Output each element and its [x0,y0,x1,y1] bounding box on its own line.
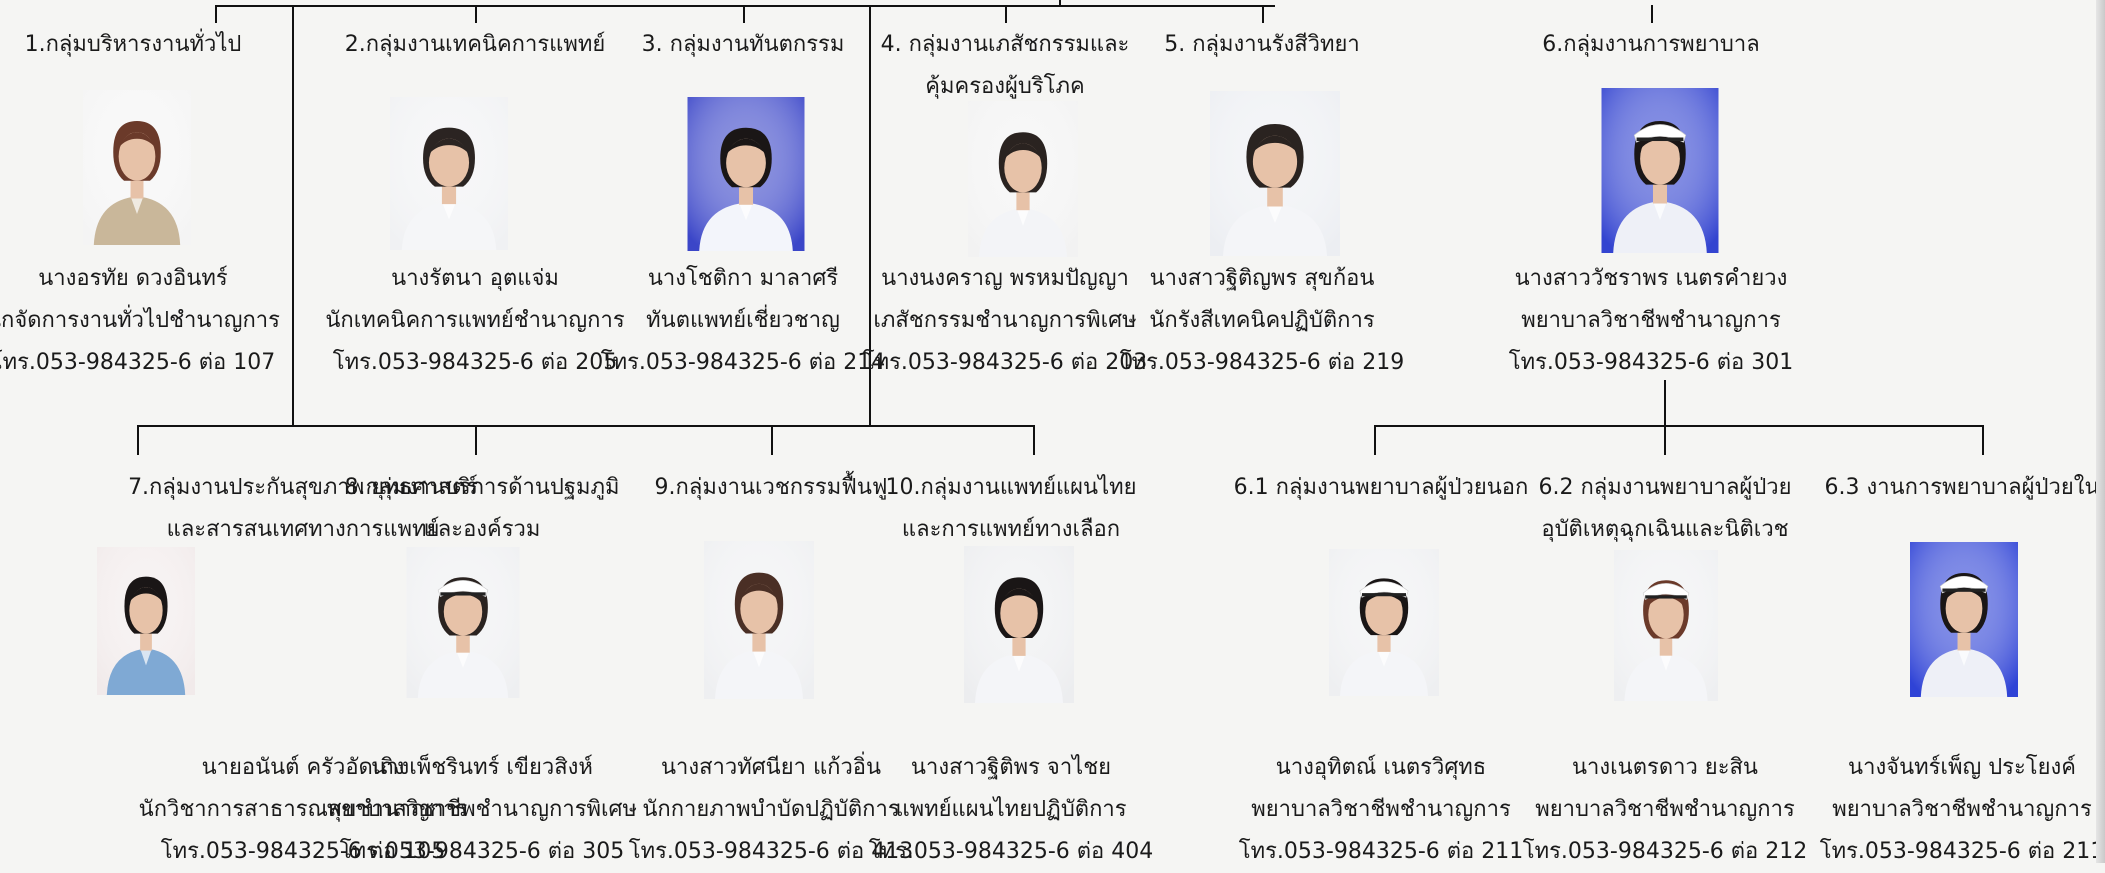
staff-phone: โทร.053-984325-6 ต่อ 203 [862,350,1148,375]
connector-line [1033,425,1035,455]
staff-position: นักวิชาการสาธารณสุขชำนาญการ [138,797,468,822]
group-title: 6.3 งานการพยาบาลผู้ป่วยใน [1824,475,2100,500]
staff-position: พยาบาลวิชาชีพชำนาญการ [1251,797,1511,822]
staff-name: นางอรทัย ดวงอินทร์ [38,266,228,291]
person-photo [687,97,805,251]
staff-position: ทันตแพทย์เชี่ยวชาญ [646,308,840,333]
group-title: และสารสนเทศทางการแพทย์ [166,517,440,542]
staff-phone: โทร.053-984325-6 ต่อ 105 [160,839,446,864]
staff-name: นางสาวฐิติญพร สุขก้อน [1149,266,1375,291]
person-photo [390,97,508,250]
group-title: 5. กลุ่มงานรังสีวิทยา [1164,32,1360,57]
staff-name: นางอุทิตณ์ เนตรวิศุทธ [1275,755,1487,780]
nurse-photo [1601,88,1719,253]
right-scrollbar[interactable] [2096,0,2105,863]
connector-line [475,5,477,23]
staff-position: เภสัชกรรมชำนาญการพิเศษ [873,308,1137,333]
person-photo [97,547,195,695]
staff-phone: โทร.053-984325-6 ต่อ 301 [1508,350,1794,375]
group-title: 8.กลุ่มงานบริการด้านปฐมภูมิ [344,475,620,500]
group-title: 9.กลุ่มงานเวชกรรมฟื้นฟู [654,475,888,500]
group-title: คุ้มครองผู้บริโภค [925,74,1085,99]
staff-name: นางโชติกา มาลาศรี [647,266,839,291]
nurse-photo [1910,542,2018,697]
staff-position: นักเทคนิคการแพทย์ชำนาญการ [325,308,625,333]
group-title: 6.1 กลุ่มงานพยาบาลผู้ป่วยนอก [1233,475,1529,500]
staff-position: พยาบาลวิชาชีพชำนาญการ [1832,797,2092,822]
staff-name: นางจันทร์เพ็ญ ประโยงค์ [1848,755,2076,780]
staff-phone: โทร.053-984325-6 ต่อ 211 [1238,839,1524,864]
staff-phone: โทร.053-984325-6 ต่อ 214 [600,350,886,375]
group-title: 7.กลุ่มงานประกันสุขภาพ ยุทธศาสตร์ [128,475,478,500]
staff-phone: โทร.053-984325-6 ต่อ 413 [628,839,914,864]
staff-position: นักจัดการงานทั่วไปชำนาญการ [0,308,280,333]
staff-phone: โทร.053-984325-6 ต่อ 107 [0,350,276,375]
staff-name: นางสาวทัศนียา แก้วอิ่น [660,755,882,780]
staff-phone: โทร.053-984325-6 ต่อ 305 [339,839,625,864]
staff-position: นักกายภาพบำบัดปฏิบัติการ [642,797,900,822]
connector-line [215,5,1275,7]
staff-position: แพทย์แผนไทยปฏิบัติการ [895,797,1127,822]
person-photo [964,546,1074,703]
connector-line [1664,380,1666,425]
staff-name: นายอนันต์ ครัวอัดเถิง [201,755,405,780]
connector-line [137,425,1035,427]
person-photo [968,101,1078,257]
connector-line [475,425,477,455]
connector-line [1664,425,1666,455]
connector-line [1651,5,1653,23]
staff-name: นางสาวฐิติพร จาไชย [910,755,1112,780]
connector-line [1262,5,1264,23]
staff-name: นางสาววัชราพร เนตรคำยวง [1514,266,1788,291]
group-title: 1.กลุ่มบริหารงานทั่วไป [24,32,242,57]
connector-line [292,5,294,427]
group-title: 3. กลุ่มงานทันตกรรม [641,32,845,57]
group-title: 6.กลุ่มงานการพยาบาล [1542,32,1760,57]
person-photo [704,541,814,699]
connector-line [1374,425,1984,427]
staff-position: นักรังสีเทคนิคปฏิบัติการ [1149,308,1375,333]
nurse-photo [406,547,520,698]
connector-line [743,5,745,23]
staff-name: นางเนตรดาว ยะสิน [1572,755,1758,780]
person-photo [83,90,191,245]
staff-position: พยาบาลวิชาชีพชำนาญการพิเศษ [326,797,638,822]
staff-position: พยาบาลวิชาชีพชำนาญการ [1535,797,1795,822]
connector-line [1374,425,1376,455]
group-title: และองค์รวม [423,517,541,542]
group-title: 10.กลุ่มงานแพทย์แผนไทย [885,475,1137,500]
staff-phone: โทร.053-984325-6 ต่อ 211 [1819,839,2105,864]
nurse-photo [1329,549,1439,696]
staff-name: นางนงคราญ พรหมปัญญา [881,266,1129,291]
group-title: 6.2 กลุ่มงานพยาบาลผู้ป่วย [1538,475,1792,500]
group-title: 4. กลุ่มงานเภสัชกรรมและ [880,32,1130,57]
staff-name: นางรัตนา อุตแจ่ม [391,266,559,291]
connector-line [869,5,871,427]
connector-line [1982,425,1984,455]
connector-line [1059,0,1061,6]
group-title: อุบัติเหตุฉุกเฉินและนิติเวช [1541,517,1789,542]
staff-position: พยาบาลวิชาชีพชำนาญการ [1521,308,1781,333]
connector-line [215,5,217,23]
staff-phone: โทร.053-984325-6 ต่อ 404 [868,839,1154,864]
staff-name: นางเพ็ชรินทร์ เขียวสิงห์ [371,755,593,780]
staff-phone: โทร.053-984325-6 ต่อ 205 [332,350,618,375]
staff-phone: โทร.053-984325-6 ต่อ 212 [1522,839,1808,864]
group-title: และการแพทย์ทางเลือก [901,517,1121,542]
nurse-photo [1614,550,1718,701]
group-title: 2.กลุ่มงานเทคนิคการแพทย์ [344,32,606,57]
connector-line [771,425,773,455]
person-photo [1210,91,1340,256]
connector-line [1005,5,1007,23]
connector-line [137,425,139,455]
staff-phone: โทร.053-984325-6 ต่อ 219 [1119,350,1405,375]
